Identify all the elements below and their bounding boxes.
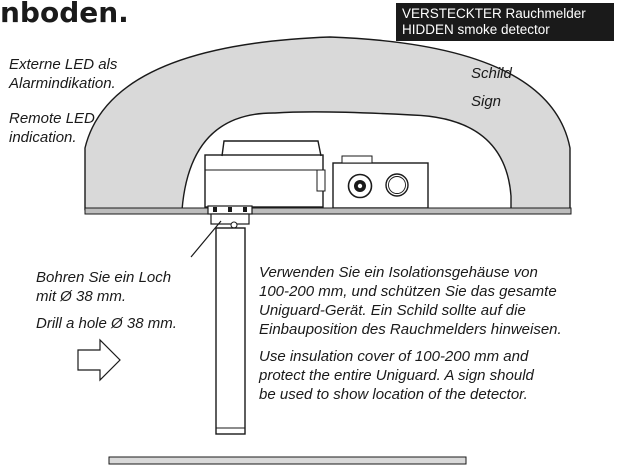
- smoke-detector: [204, 140, 326, 208]
- sign-label-en: Sign: [471, 93, 502, 110]
- cover-text-de-2: 100-200 mm, und schützen Sie das gesamte: [259, 283, 557, 300]
- sign-label-de: Schild: [471, 65, 512, 82]
- cover-text-de-3: Uniguard-Gerät. Ein Schild sollte auf di…: [259, 302, 526, 319]
- led-label-en-1: Remote LED: [9, 110, 95, 127]
- detector-module: [332, 155, 429, 209]
- page-heading: nboden.: [0, 0, 129, 29]
- led-label-de-2: Alarmindikation.: [9, 75, 116, 92]
- badge-line-de: VERSTECKTER Rauchmelder: [402, 6, 586, 21]
- cover-text-de-1: Verwenden Sie ein Isolationsgehäuse von: [259, 264, 538, 281]
- drill-label-en: Drill a hole Ø 38 mm.: [36, 315, 177, 332]
- cover-text-en-1: Use insulation cover of 100-200 mm and: [259, 348, 529, 365]
- arrow-right-icon: [77, 338, 121, 382]
- drill-label-de-2: mit Ø 38 mm.: [36, 288, 127, 305]
- led-socket: [207, 205, 253, 229]
- cover-text-en-3: be used to show location of the detector…: [259, 386, 528, 403]
- led-label-en-2: indication.: [9, 129, 77, 146]
- led-label-de-1: Externe LED als: [9, 56, 118, 73]
- badge-line-en: HIDDEN smoke detector: [402, 22, 550, 37]
- led-leader-line: [190, 220, 222, 258]
- cover-text-de-4: Einbauposition des Rauchmelders hinweise…: [259, 321, 562, 338]
- cover-text-en-2: protect the entire Uniguard. A sign shou…: [259, 367, 534, 384]
- floor-bar: [108, 456, 467, 465]
- insulation-cover: [84, 36, 571, 211]
- led-tube: [215, 227, 246, 435]
- status-button: [385, 173, 409, 197]
- ceiling-panel: [84, 207, 572, 215]
- hidden-detector-badge: VERSTECKTER Rauchmelder HIDDEN smoke det…: [396, 3, 614, 41]
- drill-label-de-1: Bohren Sie ein Loch: [36, 269, 172, 286]
